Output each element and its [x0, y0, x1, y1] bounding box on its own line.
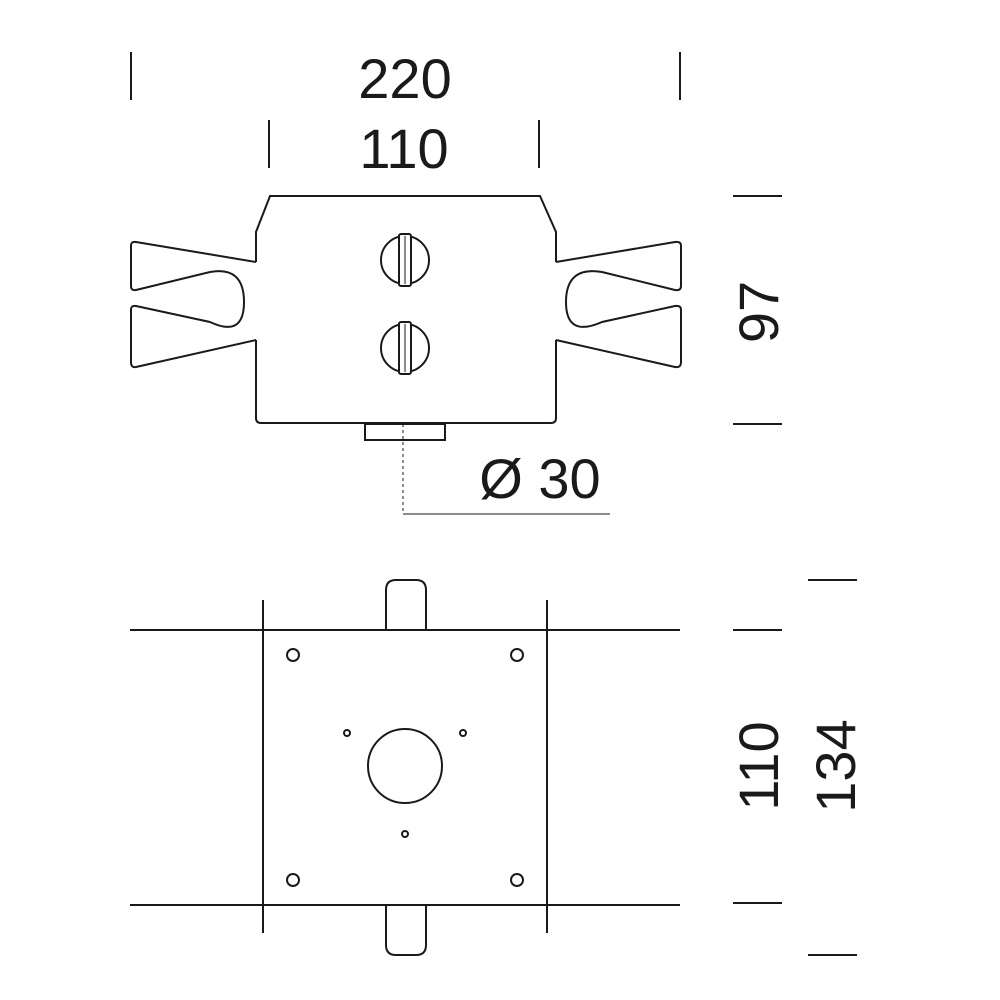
- left-clamp-wing: [130, 240, 257, 369]
- small-hole: [459, 729, 467, 737]
- mounting-hole: [286, 648, 300, 662]
- right-clamp-wing: [555, 240, 682, 369]
- screw-head-icon: [380, 233, 430, 287]
- mounting-hole: [510, 648, 524, 662]
- dim-label-110-top: 110: [359, 117, 448, 180]
- plan-view: 110 134: [130, 579, 867, 956]
- mounting-hole: [286, 873, 300, 887]
- dim-label-134-side: 134: [804, 719, 867, 812]
- dim-label-97: 97: [727, 281, 790, 343]
- dim-label-110-side: 110: [727, 721, 790, 810]
- box-body-outline: [255, 195, 557, 424]
- dim-label-220: 220: [358, 47, 451, 110]
- mounting-hole: [510, 873, 524, 887]
- pipe-stub: [364, 423, 446, 441]
- dim-label-diameter: Ø 30: [479, 447, 600, 510]
- plate-tab-bottom: [385, 905, 427, 956]
- plate-tab-top: [385, 579, 427, 630]
- front-view: 220 110 Ø 30 97: [130, 47, 790, 515]
- screw-head-icon: [380, 321, 430, 375]
- central-pipe-hole: [367, 728, 443, 804]
- small-hole: [401, 830, 409, 838]
- small-hole: [343, 729, 351, 737]
